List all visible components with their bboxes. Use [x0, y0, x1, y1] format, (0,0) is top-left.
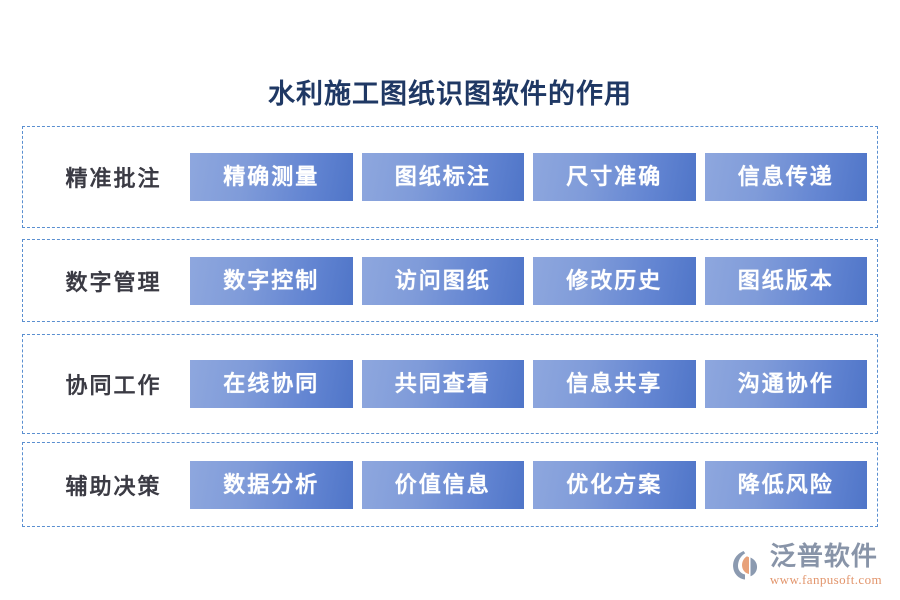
logo-website-url: www.fanpusoft.com — [769, 572, 882, 587]
chip-2-4[interactable]: 图纸版本 — [704, 256, 867, 305]
chip-3-1[interactable]: 在线协同 — [190, 360, 353, 408]
chip-1-1[interactable]: 精确测量 — [190, 153, 353, 201]
chip-2-1[interactable]: 数字控制 — [190, 256, 353, 305]
chip-1-2[interactable]: 图纸标注 — [361, 153, 524, 201]
chip-4-3[interactable]: 优化方案 — [533, 460, 696, 509]
logo-company-name: 泛普软件 — [769, 542, 878, 571]
chip-2-3[interactable]: 修改历史 — [533, 256, 696, 305]
category-label-1: 精准批注 — [65, 166, 162, 191]
category-row-4: 辅助决策 数据分析 价值信息 优化方案 降低风险 — [22, 442, 878, 527]
chip-3-2[interactable]: 共同查看 — [361, 360, 524, 408]
chip-4-1[interactable]: 数据分析 — [190, 460, 353, 509]
chip-group-4: 数据分析 价值信息 优化方案 降低风险 — [190, 460, 877, 509]
logo-text-block: 泛普软件 www.fanpusoft.com — [769, 542, 882, 587]
category-label-4: 辅助决策 — [65, 473, 162, 499]
chip-group-3: 在线协同 共同查看 信息共享 沟通协作 — [190, 360, 877, 408]
chip-4-4[interactable]: 降低风险 — [704, 460, 867, 509]
category-label-2: 数字管理 — [65, 269, 162, 295]
chip-4-2[interactable]: 价值信息 — [361, 460, 524, 509]
category-rows: 精准批注 精确测量 图纸标注 尺寸准确 信息传递 数字管理 数字控制 访问图纸 … — [22, 126, 878, 527]
fanpu-logo-icon — [730, 548, 764, 582]
chip-1-4[interactable]: 信息传递 — [704, 153, 867, 201]
chip-2-2[interactable]: 访问图纸 — [361, 256, 524, 305]
category-label-3: 协同工作 — [65, 373, 162, 398]
page-title-container: 水利施工图纸识图软件的作用 — [0, 72, 900, 111]
category-row-2: 数字管理 数字控制 访问图纸 修改历史 图纸版本 — [22, 239, 878, 322]
chip-group-1: 精确测量 图纸标注 尺寸准确 信息传递 — [190, 153, 877, 201]
chip-1-3[interactable]: 尺寸准确 — [533, 153, 696, 201]
chip-group-2: 数字控制 访问图纸 修改历史 图纸版本 — [190, 256, 877, 305]
category-row-1: 精准批注 精确测量 图纸标注 尺寸准确 信息传递 — [22, 126, 878, 228]
category-row-3: 协同工作 在线协同 共同查看 信息共享 沟通协作 — [22, 334, 878, 434]
chip-3-3[interactable]: 信息共享 — [533, 360, 696, 408]
page-title: 水利施工图纸识图软件的作用 — [268, 79, 632, 109]
chip-3-4[interactable]: 沟通协作 — [704, 360, 867, 408]
brand-logo: 泛普软件 www.fanpusoft.com — [730, 544, 882, 586]
